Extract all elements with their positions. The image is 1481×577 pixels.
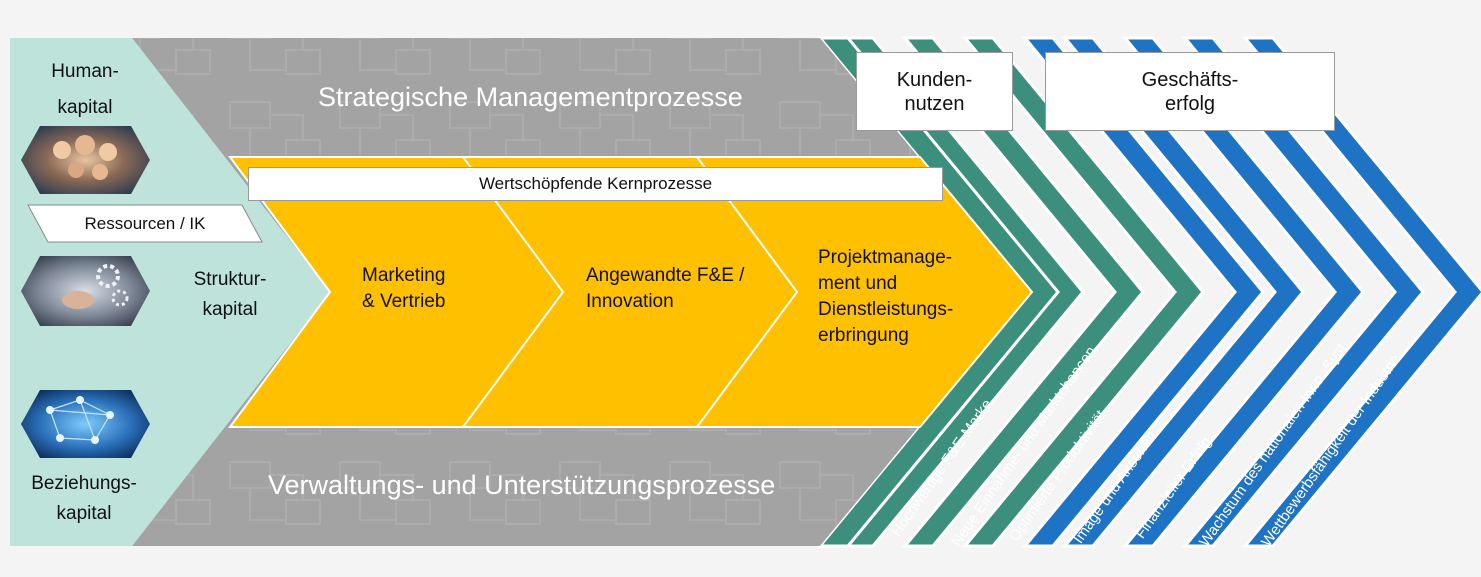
customer-benefit-line2: nutzen (904, 92, 965, 115)
core-2-line2: Innovation (586, 291, 674, 312)
human-capital-line2: kapital (57, 97, 113, 118)
resources-box-label: Ressourcen / IK (84, 214, 206, 233)
human-capital-label: Human- kapital (25, 60, 145, 120)
relational-capital-label: Beziehungs- kapital (18, 472, 150, 526)
core-process-header: Wertschöpfende Kernprozesse (248, 167, 943, 201)
business-success-line2: erfolg (1164, 92, 1216, 115)
blue-chevron-5 (1021, 36, 1265, 548)
team-photo-icon (21, 126, 150, 194)
business-success-title: Geschäfts- erfolg (1045, 52, 1335, 131)
core-process-marketing-label: Marketing & Vertrieb (362, 264, 445, 314)
structural-capital-line1: Struktur- (193, 269, 267, 290)
resources-box-shape (27, 204, 263, 243)
relational-capital-line1: Beziehungs- (31, 473, 137, 494)
human-capital-line1: Human- (51, 61, 119, 82)
core-process-projects-label: Projektmanage- ment und Dienstleistungs-… (818, 246, 953, 348)
core-3-line4: erbringung (818, 325, 909, 346)
strategic-process-title: Strategische Managementprozesse (318, 82, 743, 112)
core-process-research-label: Angewandte F&E / Innovation (586, 264, 744, 314)
core-1-line1: Marketing (362, 265, 446, 286)
blue-chevron-1 (1241, 36, 1481, 548)
blue-chevron-4 (1061, 36, 1305, 548)
core-1-line2: & Vertrieb (362, 291, 446, 312)
core-3-line1: Projektmanage- (818, 247, 953, 268)
business-success-line1: Geschäfts- (1141, 68, 1239, 91)
gears-hand-photo-icon (21, 256, 150, 326)
core-2-line1: Angewandte F&E / (586, 265, 745, 286)
customer-benefit-line1: Kunden- (896, 68, 973, 91)
network-photo-icon (21, 390, 150, 458)
support-process-title: Verwaltungs- und Unterstützungsprozesse (268, 470, 776, 500)
structural-capital-label: Struktur- kapital (170, 268, 290, 322)
green-chevron-1 (961, 36, 1205, 548)
green-chevron-2 (901, 36, 1145, 548)
core-3-line2: ment und (818, 273, 898, 294)
blue-chevron-3 (1121, 36, 1365, 548)
core-3-line3: Dienstleistungs- (818, 299, 954, 320)
blue-chevron-2 (1181, 36, 1425, 548)
business-success-chevrons (1021, 36, 1481, 548)
relational-capital-line2: kapital (56, 503, 112, 524)
customer-benefit-title: Kunden- nutzen (856, 52, 1013, 131)
structural-capital-line2: kapital (202, 299, 258, 320)
core-process-projects (695, 156, 1034, 428)
